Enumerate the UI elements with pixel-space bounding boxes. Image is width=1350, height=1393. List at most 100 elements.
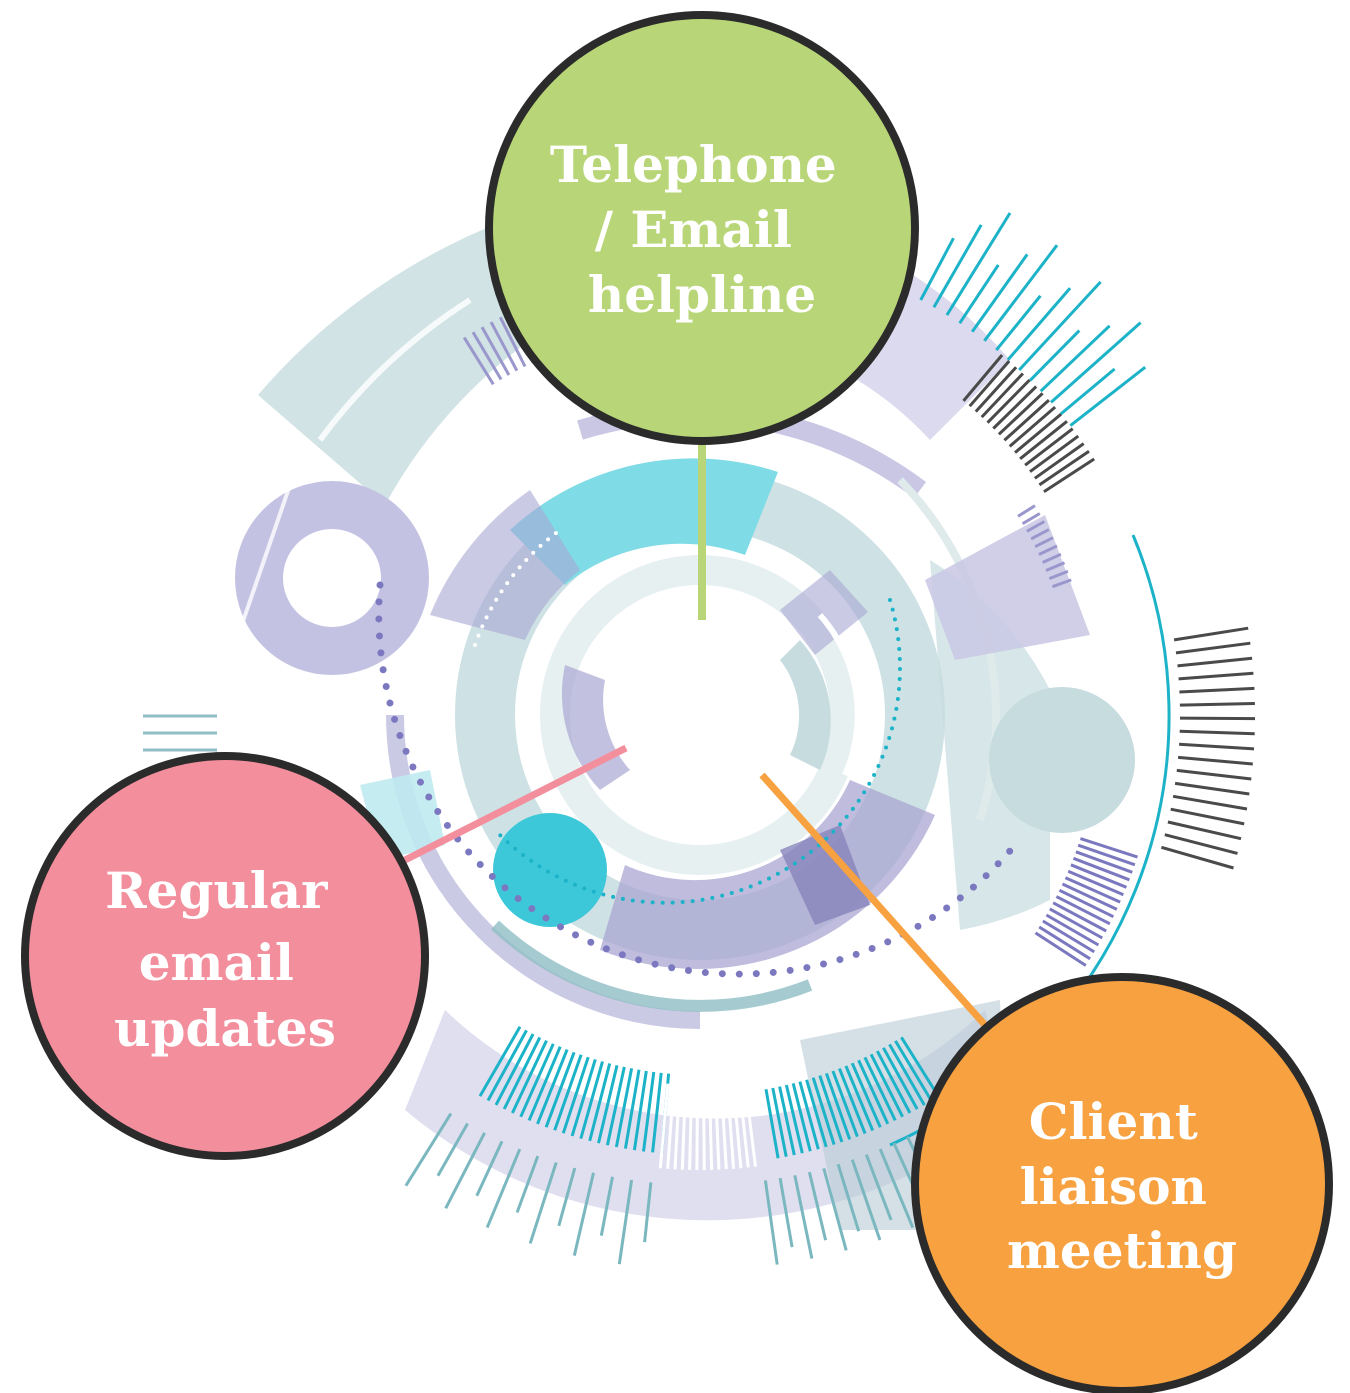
teal-tick: [818, 1075, 844, 1143]
teal-tick: [798, 1081, 820, 1150]
node-client-liaison-meeting: Client liaison meeting: [911, 973, 1333, 1393]
teal-tick: [945, 212, 1012, 316]
node-label: Client liaison meeting: [1007, 1092, 1237, 1280]
teal-tick: [844, 1065, 875, 1132]
teal-tick: [570, 1058, 597, 1137]
teal-tick: [588, 1063, 612, 1142]
dotted-arc-teal: [493, 598, 902, 905]
pale-tick: [475, 1140, 504, 1197]
lavender-tick: [1051, 578, 1072, 589]
turquoise-circle: [493, 813, 607, 927]
node-circle: [911, 973, 1333, 1393]
bottom-dark-block: [780, 825, 870, 925]
dark-tick: [1033, 442, 1085, 480]
label-line: helpline: [588, 265, 816, 324]
dark-tick: [986, 378, 1031, 424]
dark-tick: [1173, 626, 1249, 642]
lavender-tick: [1038, 925, 1091, 961]
pale-tick: [485, 1148, 522, 1229]
teal-tick: [614, 1068, 634, 1148]
lavender-tick: [1026, 520, 1046, 533]
pale-tick: [793, 1174, 814, 1259]
white-tick: [737, 1082, 750, 1168]
teal-tick: [536, 1049, 569, 1125]
label-line: / Email: [595, 200, 792, 259]
teal-tick: [838, 1067, 867, 1135]
white-tick: [666, 1083, 676, 1169]
bottom-lavender-sector: [600, 780, 935, 970]
teal-tick: [1059, 367, 1116, 416]
node-label: Regular email updates: [105, 861, 345, 1058]
teal-tick: [857, 1059, 890, 1125]
pale-tick: [528, 1162, 558, 1244]
teal-tick: [811, 1077, 836, 1146]
teal-tick: [486, 1029, 528, 1102]
lavender-tick: [1021, 512, 1041, 525]
white-tick: [707, 1084, 714, 1170]
pale-tick: [404, 1112, 453, 1187]
label-line: Client: [1029, 1092, 1198, 1151]
teal-tick: [553, 1054, 583, 1131]
connector-client: [759, 772, 988, 1028]
lavender-tick: [462, 336, 495, 386]
node-regular-email-updates: Regular email updates: [21, 752, 429, 1160]
dark-tick: [1179, 729, 1255, 736]
dark-tick: [1170, 807, 1245, 826]
lavender-tick: [1049, 907, 1104, 940]
pale-tick: [572, 1172, 595, 1256]
teal-tick: [511, 1039, 548, 1114]
lavender-donut: [235, 481, 429, 675]
white-tick: [688, 1084, 694, 1170]
white-tick: [702, 1084, 706, 1171]
dark-tick: [1008, 405, 1057, 448]
lavender-tick: [1030, 528, 1050, 541]
white-tick: [719, 1084, 728, 1170]
dark-tick: [1177, 755, 1253, 766]
dark-tick: [1174, 781, 1250, 796]
dark-tick: [1024, 427, 1074, 467]
teal-tick: [932, 224, 983, 309]
dark-tick: [1038, 450, 1090, 487]
teal-tick: [527, 1046, 562, 1121]
lavender-tick: [1045, 561, 1066, 572]
teal-tick: [958, 264, 1000, 325]
donut-white-slash: [238, 484, 292, 631]
pale-tick: [436, 1122, 469, 1177]
teal-tick: [1050, 321, 1142, 404]
dark-tick: [1176, 768, 1252, 781]
lavender-tick: [471, 331, 503, 381]
teal-tick: [651, 1072, 663, 1153]
white-tick: [695, 1084, 699, 1171]
lavender-tick: [1042, 919, 1096, 954]
teal-tick: [642, 1071, 656, 1152]
teal-tick: [791, 1083, 812, 1152]
dark-tick: [1167, 820, 1242, 841]
decorative-rings: [143, 212, 1256, 1265]
lavender-tick: [1034, 931, 1087, 967]
lavender-tick: [1038, 544, 1058, 556]
lavender-tick: [1058, 888, 1115, 919]
lavender-tick: [1079, 837, 1138, 859]
lavender-tick: [1072, 856, 1130, 882]
pale-tick: [599, 1176, 614, 1236]
teal-tick: [519, 1043, 555, 1118]
dark-tick: [992, 385, 1038, 430]
lavender-tick: [489, 321, 519, 372]
teal-tick: [894, 1040, 933, 1102]
node-label: Telephone / Email helpline: [550, 135, 854, 324]
white-tick: [743, 1082, 757, 1167]
label-line: email: [139, 933, 294, 992]
lavender-tick: [1061, 882, 1118, 911]
pale-tick: [850, 1159, 882, 1241]
pale-tick: [444, 1132, 486, 1209]
label-line: updates: [114, 999, 336, 1058]
lavender-tick: [1067, 869, 1124, 897]
lavender-tick: [1041, 552, 1062, 564]
teal-tick: [995, 294, 1042, 352]
pale-tick: [763, 1180, 779, 1265]
label-line: Regular: [105, 861, 328, 920]
teal-tick: [1069, 366, 1147, 427]
connector-regular: [403, 744, 628, 864]
dark-tick: [968, 360, 1011, 408]
